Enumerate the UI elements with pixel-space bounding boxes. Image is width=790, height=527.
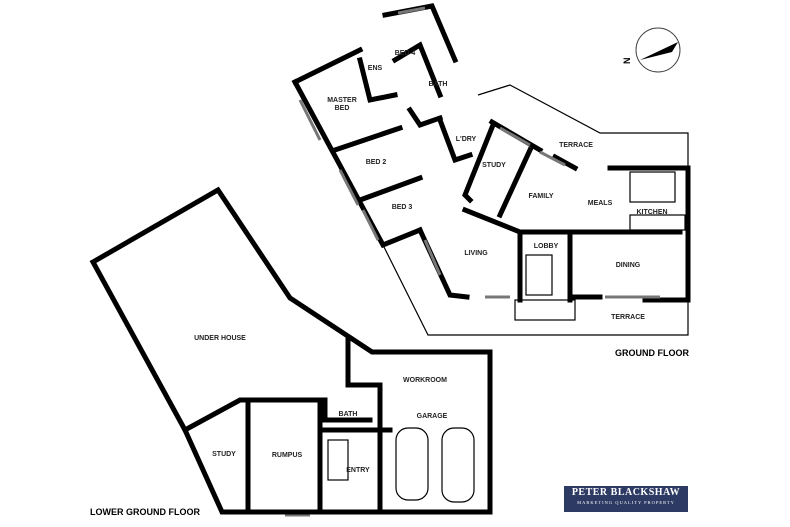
car-icon [395,427,429,501]
room-label-study-lower: STUDY [212,451,236,458]
room-label-under-house: UNDER HOUSE [194,335,246,342]
room-label-study: STUDY [482,162,506,169]
room-label-laundry: L'DRY [456,136,477,143]
agency-logo: PETER BLACKSHAW MARKETING QUALITY PROPER… [564,486,688,512]
room-label-lobby: LOBBY [534,243,559,250]
lower-ground-floor-walls [89,186,493,515]
north-arrow-icon [640,42,678,60]
room-label-terrace-bottom: TERRACE [611,314,645,321]
room-label-terrace-top: TERRACE [559,142,593,149]
room-label-bed3: BED 3 [392,204,413,211]
ground-floor-terrace-outline [382,84,689,336]
compass: N [622,27,681,73]
room-label-dining: DINING [616,262,641,269]
room-label-master-bed-2: BED [335,105,350,112]
room-label-bath-lower: BATH [339,411,358,418]
room-label-bed4: BED 4 [395,50,416,57]
room-label-garage: GARAGE [417,413,448,420]
room-label-bed2: BED 2 [366,159,387,166]
compass-label: N [622,58,632,65]
ground-floor-walls [291,3,691,321]
room-label-entry: ENTRY [346,467,370,474]
logo-tagline: MARKETING QUALITY PROPERTY [577,500,675,505]
room-label-master-bed-1: MASTER [327,97,357,104]
room-label-kitchen: KITCHEN [636,209,667,216]
room-label-meals: MEALS [588,200,613,207]
room-label-living: LIVING [464,250,488,257]
logo-name: PETER BLACKSHAW [571,487,681,498]
room-label-bath: BATH [429,81,448,88]
car-icon [441,427,475,503]
room-label-rumpus: RUMPUS [272,452,303,459]
ground-floor-title: GROUND FLOOR [615,348,689,358]
room-label-family: FAMILY [528,193,553,200]
room-label-ens: ENS [368,65,383,72]
room-label-workroom: WORKROOM [403,377,447,384]
lower-ground-floor-title: LOWER GROUND FLOOR [90,507,200,517]
windows [285,6,660,517]
